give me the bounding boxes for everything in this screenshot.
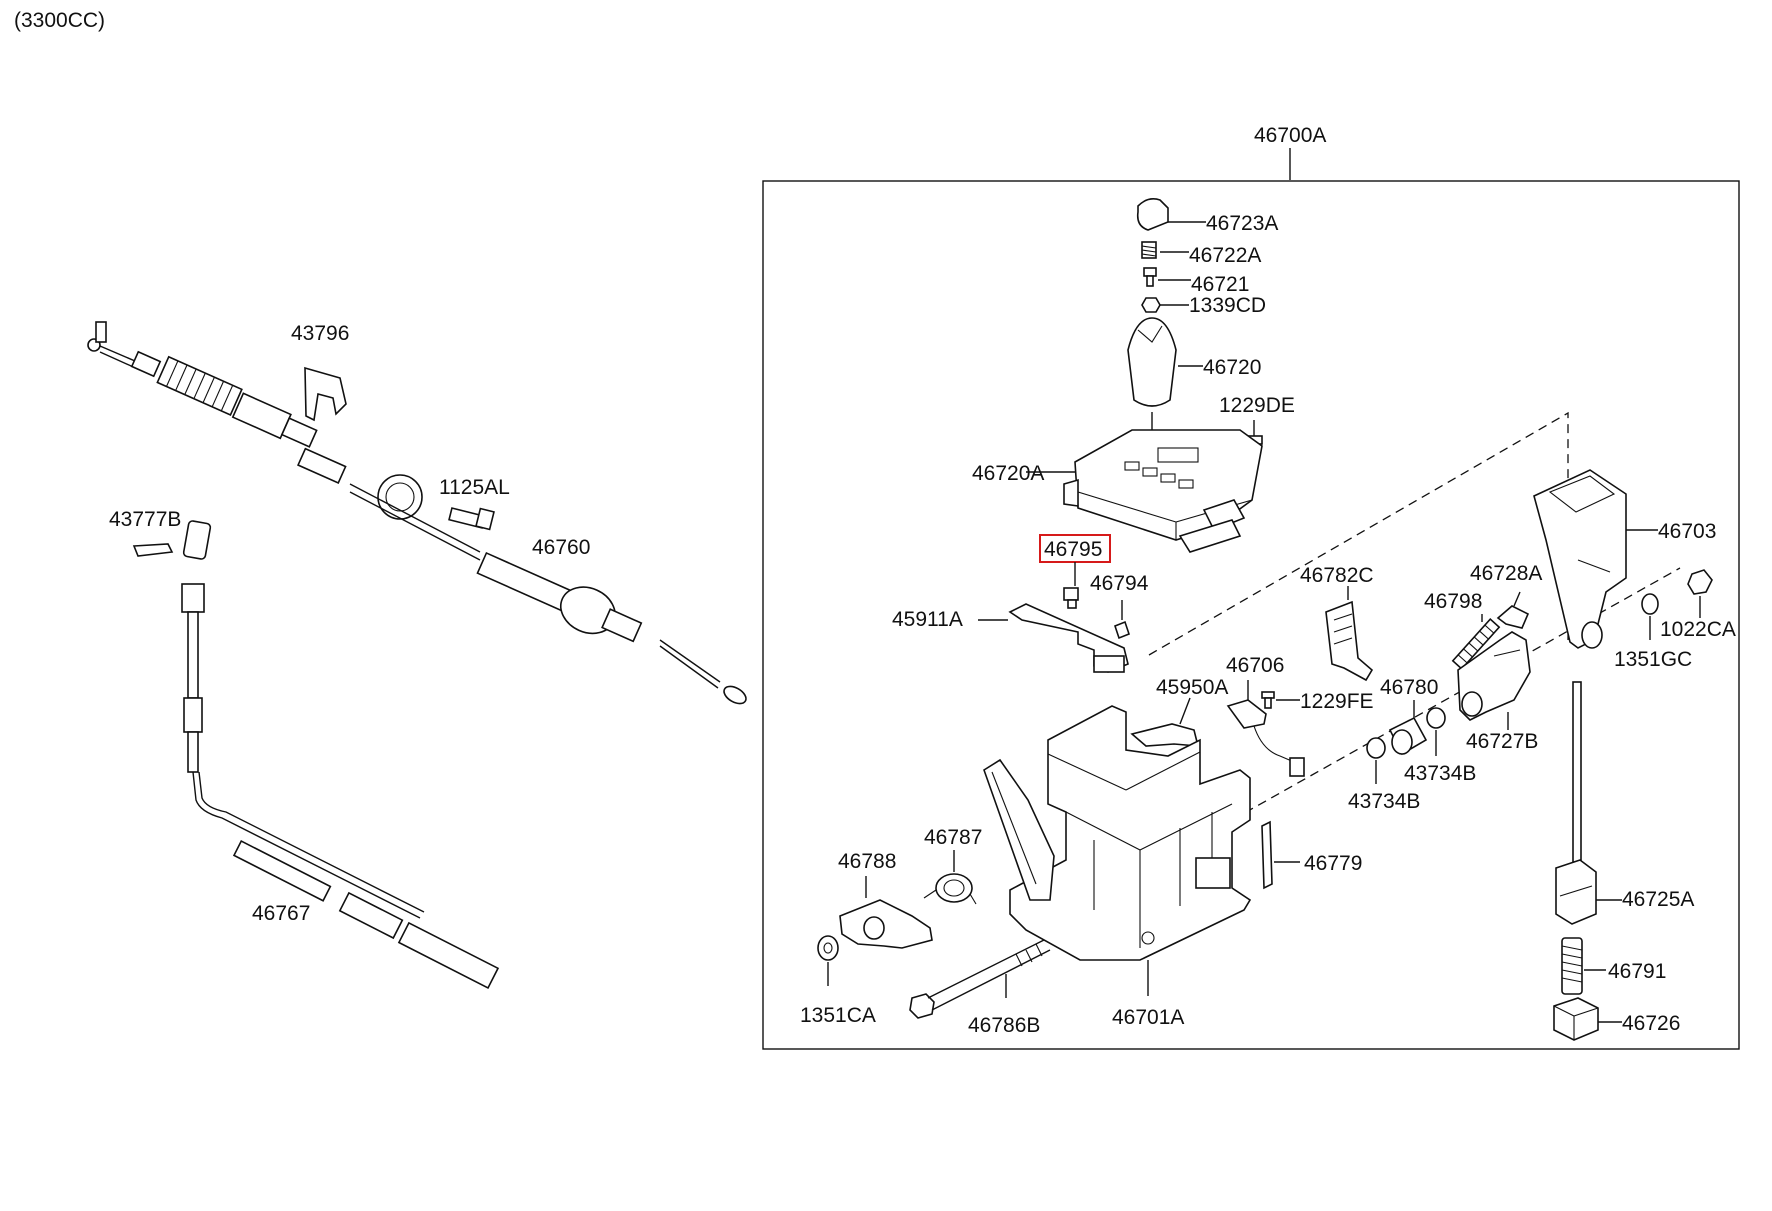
label-46701A: 46701A [1112,1006,1184,1029]
label-46767: 46767 [252,902,310,925]
lever-46727B[interactable] [1457,631,1531,730]
label-46722A: 46722A [1189,244,1261,267]
spring-46787[interactable] [923,850,977,905]
label-46706: 46706 [1226,654,1284,677]
rod-46725A[interactable] [1555,681,1622,925]
label-43734B-right: 43734B [1404,762,1476,785]
bolt-46786B[interactable] [909,939,1051,1019]
clip-46795[interactable] [1063,587,1079,609]
label-43796: 43796 [291,322,349,345]
label-46795: 46795 [1044,538,1102,561]
label-46794: 46794 [1090,572,1149,595]
label-1339CD: 1339CD [1189,294,1266,317]
bushing-46780[interactable] [1388,700,1428,756]
label-46788: 46788 [838,850,896,873]
clip-43777B[interactable] [132,543,174,557]
cable-46767[interactable] [181,520,500,990]
engine-note: (3300CC) [14,9,105,32]
collar-43734B-right[interactable] [1426,707,1446,756]
label-46721: 46721 [1191,273,1249,296]
label-1022CA: 1022CA [1660,618,1736,641]
spring-plate-45950A[interactable] [1130,697,1200,747]
holder-46788[interactable] [839,876,933,949]
label-46791: 46791 [1608,960,1666,983]
label-1351CA: 1351CA [800,1004,876,1027]
label-46720: 46720 [1203,356,1261,379]
label-46779: 46779 [1304,852,1362,875]
label-46780: 46780 [1380,676,1438,699]
spring-46798[interactable] [1451,614,1501,670]
label-46727B: 46727B [1466,730,1538,753]
label-46760: 46760 [532,536,590,559]
collar-43734B-left[interactable] [1366,737,1386,784]
pin-46794[interactable] [1114,600,1130,640]
clip-43796[interactable] [304,366,347,422]
bolt-1125AL[interactable] [448,507,495,531]
sensor-46706[interactable] [1226,680,1305,777]
knob-cap-46723A[interactable] [1136,198,1206,231]
washer-1351CA[interactable] [817,935,839,986]
label-46726: 46726 [1622,1012,1680,1035]
bolt-1229FE[interactable] [1261,691,1300,709]
detent-46779[interactable] [1261,820,1300,890]
label-43734B-left: 43734B [1348,790,1420,813]
label-46786B: 46786B [968,1014,1040,1037]
nut-1339CD[interactable] [1141,297,1189,313]
label-46703: 46703 [1658,520,1716,543]
label-1229DE: 1229DE [1219,394,1295,417]
label-46725A: 46725A [1622,888,1694,911]
clip-46728A[interactable] [1496,591,1530,629]
bracket-46703[interactable] [1533,469,1658,649]
spring-46791[interactable] [1561,937,1606,995]
label-46787: 46787 [924,826,982,849]
label-1125AL: 1125AL [439,476,510,499]
label-45911A: 45911A [892,608,963,631]
label-46798: 46798 [1424,590,1482,613]
shift-knob-46720[interactable] [1127,317,1203,440]
label-46728A: 46728A [1470,562,1542,585]
assembly-label: 46700A [1254,124,1326,147]
indicator-housing-46720A[interactable] [1026,429,1263,553]
lever-base-46701A[interactable] [983,705,1252,996]
label-45950A: 45950A [1156,676,1228,699]
label-46782C: 46782C [1300,564,1374,587]
block-46726[interactable] [1553,997,1622,1041]
pin-46721[interactable] [1143,267,1191,287]
washer-1351GC[interactable] [1641,593,1659,640]
nut-1022CA[interactable] [1687,569,1713,618]
label-1229FE: 1229FE [1300,690,1374,713]
label-43777B: 43777B [109,508,181,531]
plate-46782C[interactable] [1325,586,1374,682]
assembly-frame [762,180,1740,1050]
label-46723A: 46723A [1206,212,1278,235]
cable-46760[interactable] [87,321,749,707]
label-46720A: 46720A [972,462,1044,485]
spring-46722A[interactable] [1141,241,1189,259]
label-1351GC: 1351GC [1614,648,1692,671]
bracket-45911A[interactable] [978,603,1129,673]
